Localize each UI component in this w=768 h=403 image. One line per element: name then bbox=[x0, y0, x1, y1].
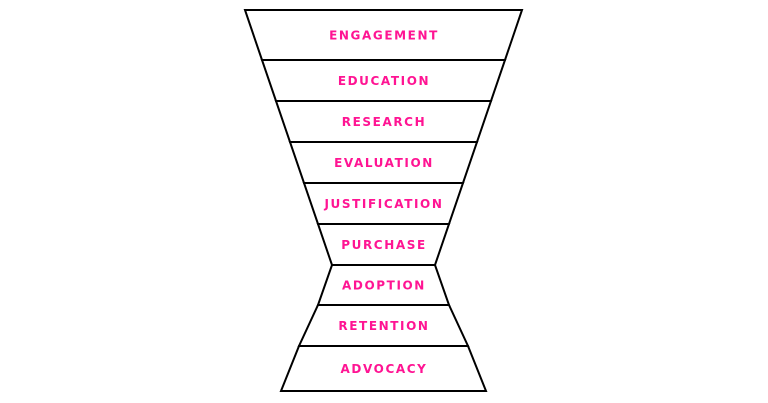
funnel-stage-label: ADOPTION bbox=[342, 279, 426, 293]
funnel-stage-shape bbox=[279, 345, 488, 392]
funnel-stage: RETENTION bbox=[297, 304, 470, 347]
funnel-stage-label: EVALUATION bbox=[334, 156, 434, 170]
funnel-stage: ENGAGEMENT bbox=[243, 9, 524, 61]
funnel-stage-label: ENGAGEMENT bbox=[329, 29, 439, 43]
funnel-stage: PURCHASE bbox=[316, 223, 451, 266]
funnel-stage-label: RESEARCH bbox=[342, 115, 426, 129]
funnel-stages: ENGAGEMENT EDUCATION RESEARCH EVALUATION JUS… bbox=[243, 9, 524, 392]
funnel-stage: EVALUATION bbox=[288, 141, 479, 184]
funnel-stage: ADVOCACY bbox=[279, 345, 488, 392]
funnel-stage: JUSTIFICATION bbox=[302, 182, 465, 225]
funnel-stage-label: ADVOCACY bbox=[341, 362, 428, 376]
funnel-stage: RESEARCH bbox=[274, 100, 493, 143]
funnel-stage-label: PURCHASE bbox=[341, 238, 427, 252]
funnel-stage: ADOPTION bbox=[316, 264, 451, 306]
funnel-stage-label: EDUCATION bbox=[338, 74, 430, 88]
funnel-stage-label: JUSTIFICATION bbox=[323, 197, 443, 211]
funnel-stage: EDUCATION bbox=[260, 59, 507, 102]
funnel-stage-label: RETENTION bbox=[338, 319, 429, 333]
